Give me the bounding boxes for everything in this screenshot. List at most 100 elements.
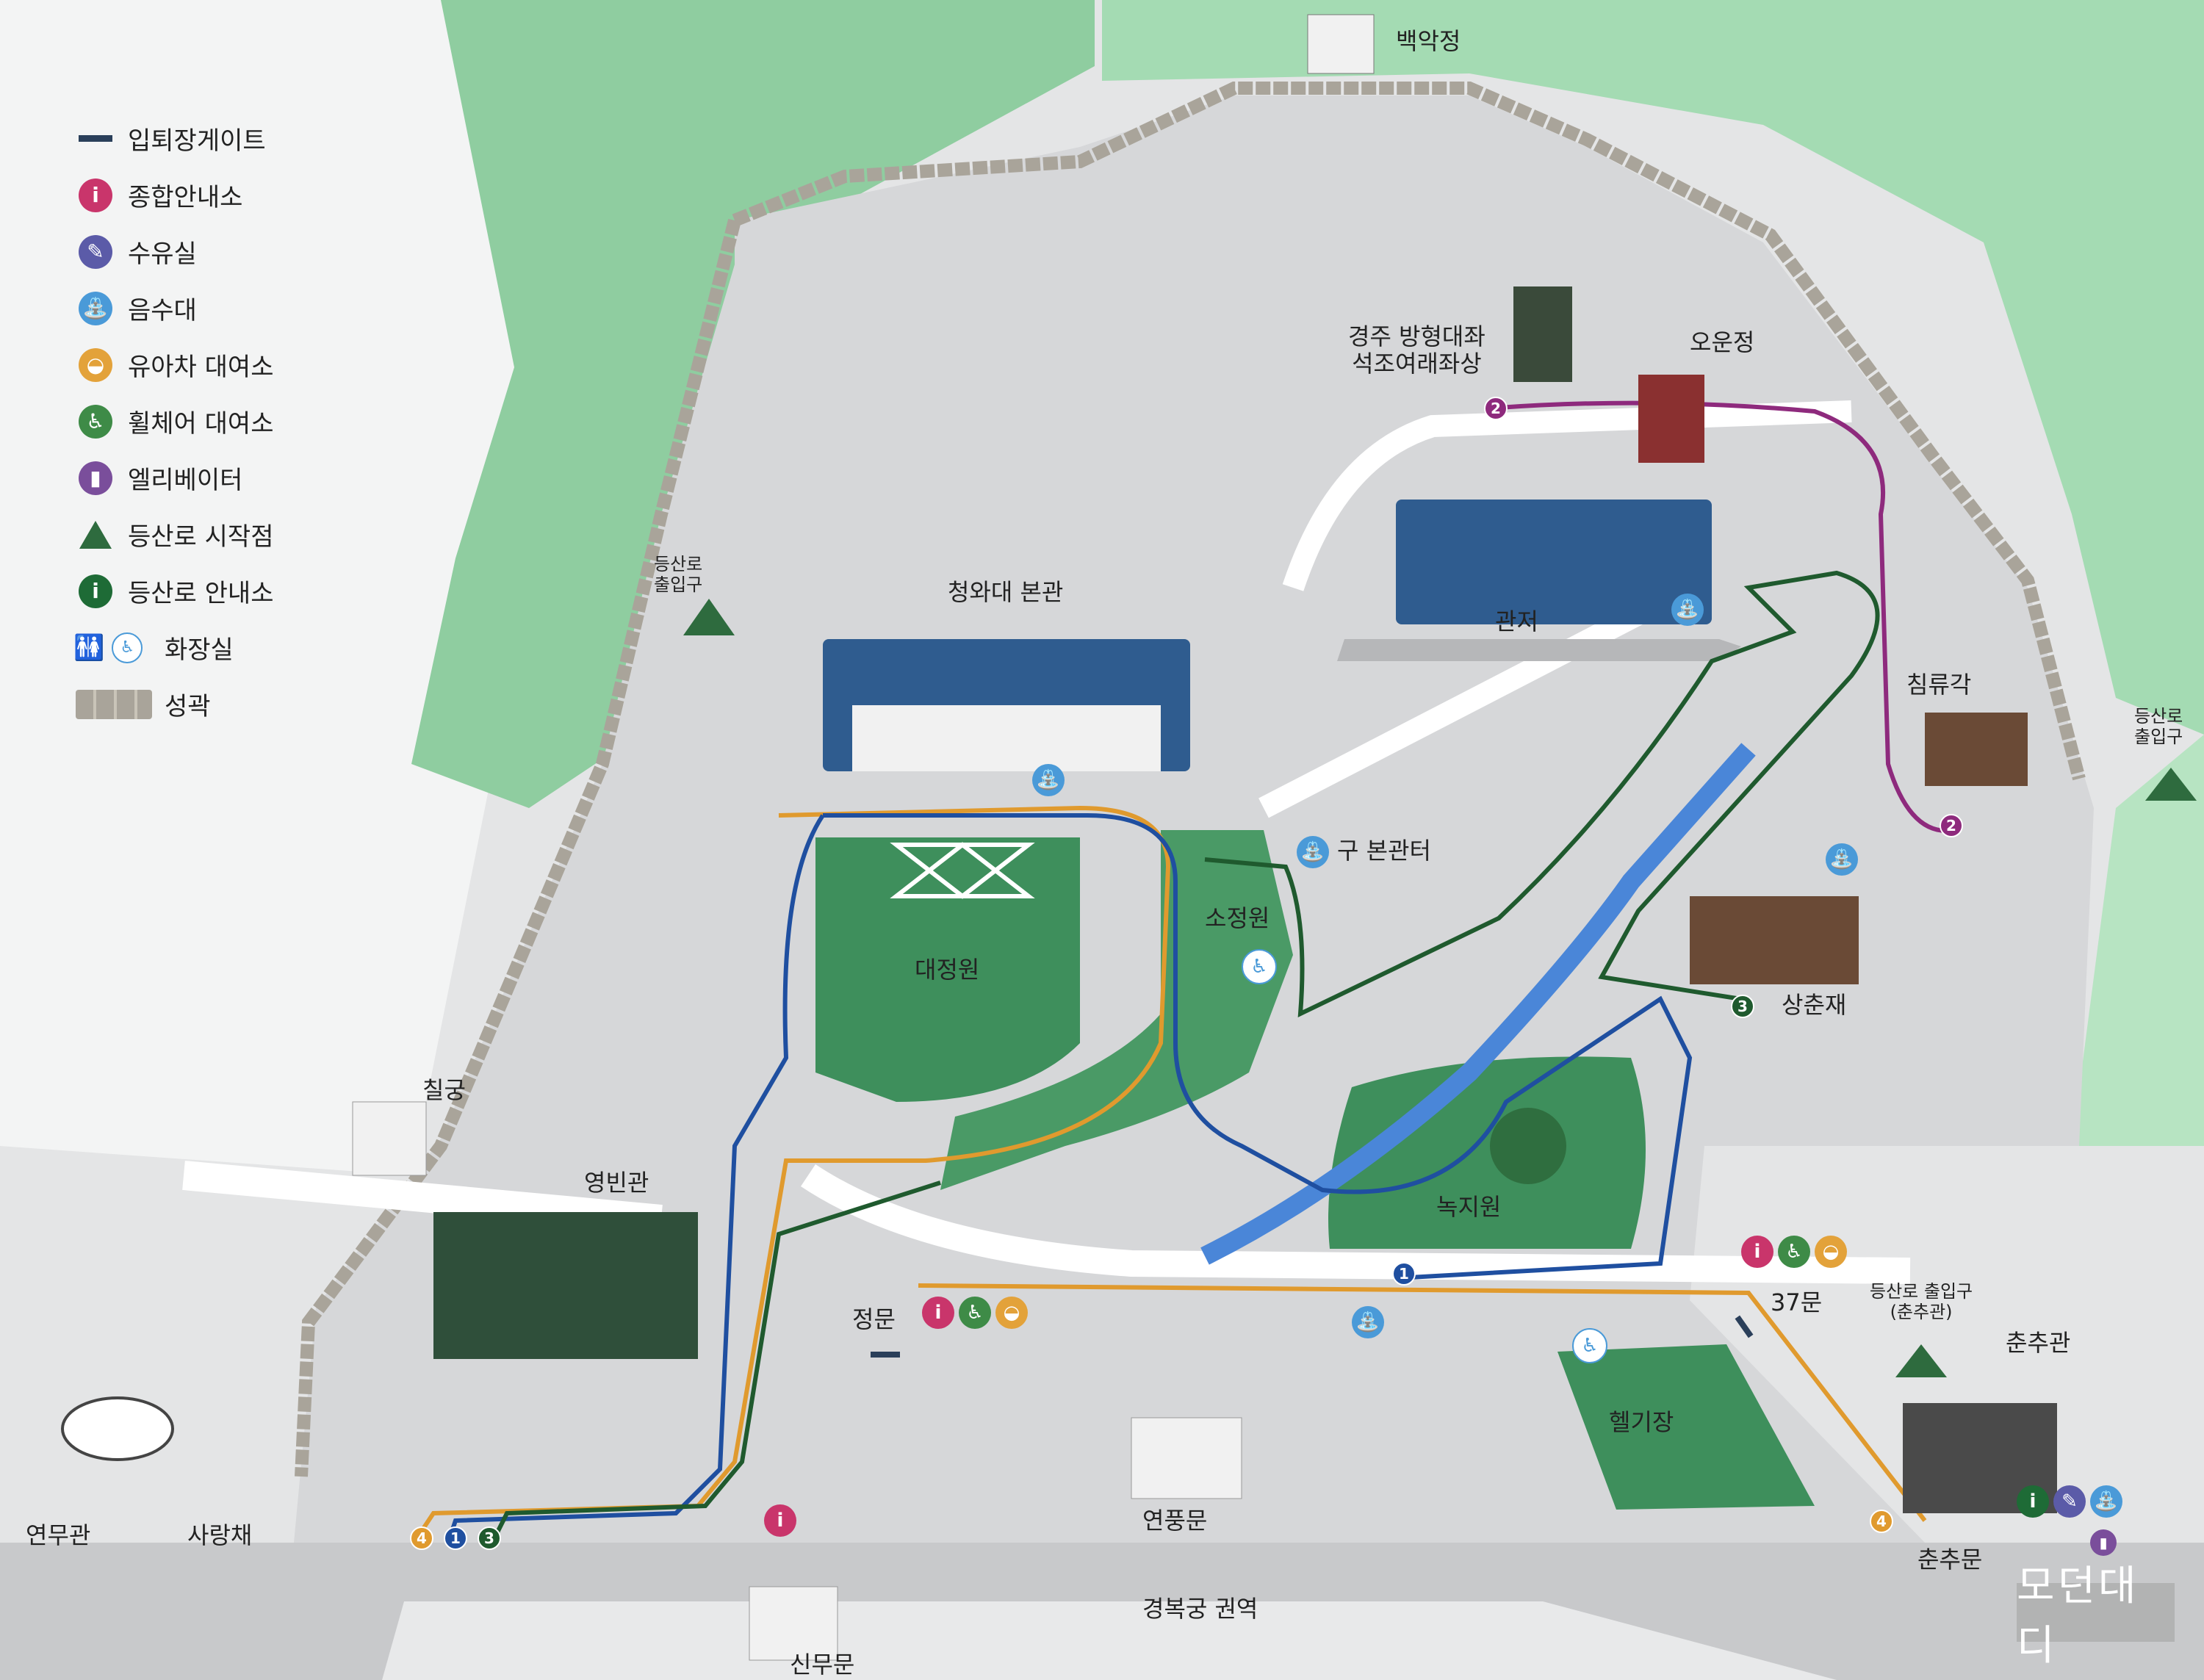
trailhead-chunchu-icon bbox=[1895, 1344, 1947, 1377]
place-yeongbin: 영빈관 bbox=[584, 1169, 649, 1197]
watermark: 모던대디 bbox=[2017, 1562, 2175, 1670]
water-fountain-icon: ⛲ bbox=[79, 291, 112, 325]
route-3-line-west bbox=[490, 1180, 941, 1544]
place-hiking-chunchu: 등산로 출입구 (춘추관) bbox=[1870, 1281, 1973, 1322]
sojeong-garden bbox=[940, 830, 1293, 1190]
chilgung-building bbox=[352, 1101, 427, 1176]
place-hiking-right: 등산로 출입구 bbox=[2134, 706, 2183, 747]
daejeong-garden bbox=[815, 837, 1080, 1102]
trail-info-icon: i bbox=[79, 574, 112, 608]
water-fountain-icon: ⛲ bbox=[1352, 1306, 1384, 1338]
mountain-icon bbox=[79, 520, 112, 549]
legend-item: ✎수유실 bbox=[73, 223, 274, 280]
sinmu-gate-building bbox=[749, 1586, 838, 1661]
gate-bar-icon bbox=[79, 135, 112, 142]
oun-pavilion bbox=[1638, 375, 1704, 463]
nursing-room-icon: ✎ bbox=[2053, 1485, 2086, 1518]
place-gwanjeo: 관저 bbox=[1495, 608, 1538, 635]
route-2-line bbox=[1498, 400, 1955, 833]
gwanjeo-building bbox=[1396, 500, 1712, 624]
legend-item: ◒유아차 대여소 bbox=[73, 336, 274, 393]
route-1-line-west bbox=[446, 814, 825, 1543]
place-hiking-left: 등산로 출입구 bbox=[654, 554, 703, 595]
wheelchair-icon: ♿ bbox=[1778, 1236, 1810, 1268]
castle-wall-left bbox=[295, 218, 741, 1477]
place-sangchun: 상춘재 bbox=[1782, 991, 1847, 1019]
garden-emblem-2 bbox=[890, 842, 1035, 898]
mountain-area-top-right bbox=[1102, 0, 2204, 735]
route-marker-4: 4 bbox=[1870, 1510, 1893, 1533]
place-chilgung: 칠궁 bbox=[422, 1076, 466, 1104]
route-marker-2: 2 bbox=[1940, 814, 1963, 837]
stroller-icon: ◒ bbox=[1815, 1236, 1847, 1268]
place-yeonmu: 연무관 bbox=[26, 1521, 91, 1549]
yeongbin-building bbox=[433, 1212, 698, 1359]
castle-wall-top bbox=[732, 82, 2086, 781]
main-hall-base bbox=[852, 705, 1161, 771]
route-marker-3: 3 bbox=[1731, 995, 1754, 1018]
elevator-icon: ▮ bbox=[2090, 1529, 2117, 1556]
wheelchair-icon: ♿ bbox=[79, 404, 112, 439]
trailhead-right-icon bbox=[2145, 768, 2197, 801]
mountain-area-top-left bbox=[411, 0, 1095, 808]
place-heli: 헬기장 bbox=[1609, 1408, 1674, 1436]
accessible-icon: ♿ bbox=[112, 632, 143, 663]
place-chunchumun: 춘추문 bbox=[1917, 1546, 1983, 1573]
stroller-icon: ◒ bbox=[79, 347, 112, 382]
place-nokji: 녹지원 bbox=[1436, 1193, 1502, 1221]
route-3-line bbox=[1204, 570, 1880, 1017]
water-fountain-icon: ⛲ bbox=[1671, 594, 1704, 626]
heliport-area bbox=[1557, 1344, 1815, 1510]
legend-item: ⛲음수대 bbox=[73, 280, 274, 336]
stream bbox=[1200, 743, 1756, 1265]
place-buddha: 경주 방형대좌 석조여래좌상 bbox=[1348, 322, 1485, 378]
restroom-icon: 🚻 bbox=[73, 632, 105, 663]
gwanjeo-base bbox=[1337, 639, 1741, 661]
water-fountain-icon: ⛲ bbox=[2090, 1485, 2122, 1518]
legend-item: 🚻♿화장실 bbox=[73, 632, 234, 665]
sangchun-building bbox=[1690, 896, 1859, 984]
trailhead-left-icon bbox=[683, 599, 735, 635]
place-daejeong: 대정원 bbox=[915, 956, 980, 984]
place-old-hall: 구 본관터 bbox=[1337, 837, 1431, 865]
place-chimnyu: 침류각 bbox=[1906, 671, 1972, 699]
route-4-line bbox=[417, 805, 1171, 1537]
buddha-pavilion bbox=[1513, 286, 1572, 382]
mountain-area-right bbox=[2072, 735, 2204, 1146]
road-residence bbox=[1282, 400, 1852, 591]
legend-item: 성곽 bbox=[73, 676, 274, 732]
water-fountain-icon: ⛲ bbox=[1826, 843, 1858, 876]
legend-item: ▮엘리베이터 bbox=[73, 450, 274, 506]
route-marker-1: 1 bbox=[1392, 1262, 1416, 1286]
water-fountain-icon: ⛲ bbox=[1297, 836, 1329, 868]
mugung-icon bbox=[61, 1396, 174, 1461]
outer-area-left bbox=[0, 0, 602, 1175]
place-yeonpung: 연풍문 bbox=[1142, 1507, 1208, 1535]
place-chunchugwan: 춘추관 bbox=[2006, 1329, 2071, 1357]
place-gate37: 37문 bbox=[1771, 1288, 1823, 1316]
wheelchair-icon: ♿ bbox=[959, 1297, 991, 1329]
yeonpung-building bbox=[1131, 1417, 1242, 1499]
baegakjeong-building bbox=[1307, 14, 1375, 74]
route-marker-1: 1 bbox=[444, 1526, 467, 1550]
castle-wall-icon bbox=[76, 689, 152, 719]
place-sarang: 사랑채 bbox=[187, 1521, 253, 1549]
stroller-icon: ◒ bbox=[995, 1297, 1028, 1329]
nursing-room-icon: ✎ bbox=[79, 234, 112, 269]
place-sinmu: 신무문 bbox=[790, 1651, 855, 1679]
water-fountain-icon: ⛲ bbox=[1032, 764, 1065, 796]
legend-item: 등산로 시작점 bbox=[73, 506, 274, 563]
info-icon: i bbox=[922, 1297, 954, 1329]
info-icon: i bbox=[764, 1504, 796, 1537]
info-icon: i bbox=[79, 178, 112, 212]
info-icon: i bbox=[1741, 1236, 1773, 1268]
nokji-garden bbox=[1328, 1056, 1646, 1249]
legend-item: ♿휠체어 대여소 bbox=[73, 393, 274, 450]
place-sojeong: 소정원 bbox=[1205, 904, 1270, 932]
gyeongbok-area bbox=[382, 1601, 1837, 1680]
route-1-line bbox=[823, 813, 1693, 1280]
place-main-hall: 청와대 본관 bbox=[948, 578, 1064, 606]
